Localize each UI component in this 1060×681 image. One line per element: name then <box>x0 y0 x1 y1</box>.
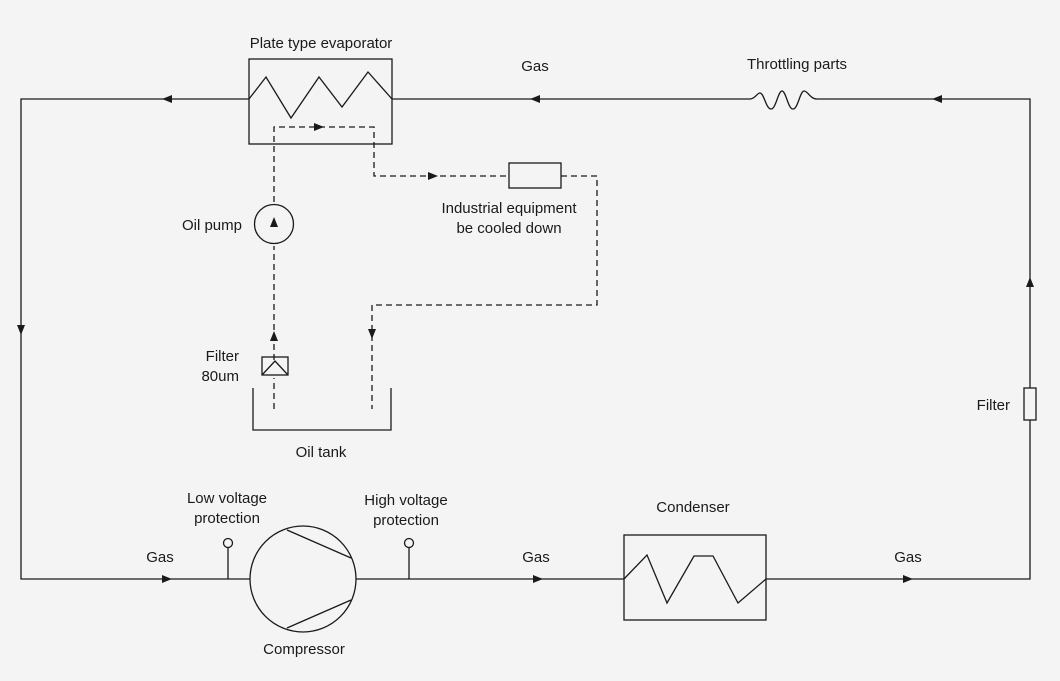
arrow-right-bottom-2 <box>533 575 543 583</box>
arrow-left-top-2 <box>530 95 540 103</box>
oil-line-return <box>371 175 598 409</box>
arrow-oil-return-down <box>368 329 376 339</box>
right-filter <box>1023 387 1037 421</box>
arrow-oil-equipment-right <box>428 172 438 180</box>
label-compressor: Compressor <box>263 641 345 658</box>
arrow-oil-evaporator-right <box>314 123 324 131</box>
label-filter-80-line1: Filter <box>206 348 239 365</box>
oil-line-to-evaporator <box>273 126 509 202</box>
oil-tank <box>252 388 392 431</box>
arrow-oil-pump-up <box>270 217 278 227</box>
arrow-left-top-3 <box>932 95 942 103</box>
label-oil-tank: Oil tank <box>296 444 347 461</box>
arrow-oil-filter-up <box>270 331 278 341</box>
label-equipment-line2: be cooled down <box>456 220 561 237</box>
oil-pump <box>253 203 295 245</box>
label-filter-80-line2: 80um <box>201 368 239 385</box>
label-gas-bottom-mid: Gas <box>522 549 550 566</box>
pipe-top-right-section <box>392 98 1031 580</box>
plate-evaporator <box>248 58 393 145</box>
label-low-voltage-line2: protection <box>194 510 260 527</box>
arrow-left-top-1 <box>162 95 172 103</box>
compressor <box>249 525 357 633</box>
label-filter-right: Filter <box>977 397 1010 414</box>
refrigerant-loop <box>20 98 1031 580</box>
label-high-voltage-line2: protection <box>373 512 439 529</box>
condenser <box>623 534 767 621</box>
arrow-up-right <box>1026 277 1034 287</box>
industrial-equipment-box <box>508 162 562 189</box>
label-gas-bottom-left: Gas <box>146 549 174 566</box>
label-low-voltage-line1: Low voltage <box>187 490 267 507</box>
label-gas-top: Gas <box>521 58 549 75</box>
oil-filter-80um <box>261 356 289 376</box>
throttling-coil <box>749 90 818 110</box>
label-evaporator: Plate type evaporator <box>250 35 393 52</box>
label-equipment-line1: Industrial equipment <box>441 200 577 217</box>
pipe-left-section <box>20 98 250 580</box>
label-oil-pump: Oil pump <box>182 217 242 234</box>
arrow-right-bottom-3 <box>903 575 913 583</box>
high-voltage-protection-switch <box>403 537 415 579</box>
arrow-down-left <box>17 325 25 335</box>
oil-circuit <box>270 123 598 409</box>
label-throttling-parts: Throttling parts <box>747 56 847 73</box>
label-gas-bottom-right: Gas <box>894 549 922 566</box>
flow-arrows <box>17 95 1034 583</box>
label-high-voltage-line1: High voltage <box>364 492 447 509</box>
low-voltage-protection-switch <box>222 537 234 579</box>
label-condenser: Condenser <box>656 499 729 516</box>
arrow-right-bottom-1 <box>162 575 172 583</box>
